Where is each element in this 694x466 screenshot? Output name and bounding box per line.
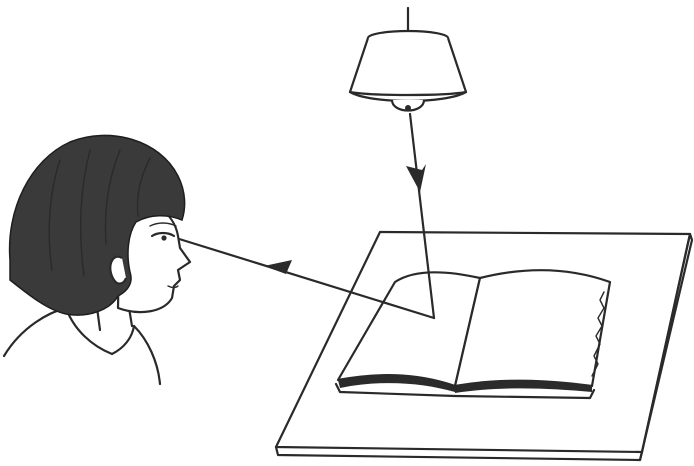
book-right-page bbox=[455, 270, 610, 386]
lamp bbox=[350, 8, 466, 111]
lamp-shade bbox=[350, 38, 466, 101]
girl bbox=[4, 135, 190, 384]
girl-pupil bbox=[161, 235, 166, 240]
girl-back-shoulder bbox=[134, 326, 160, 384]
girl-shoulders bbox=[4, 308, 66, 356]
bulb-filament bbox=[405, 105, 411, 111]
